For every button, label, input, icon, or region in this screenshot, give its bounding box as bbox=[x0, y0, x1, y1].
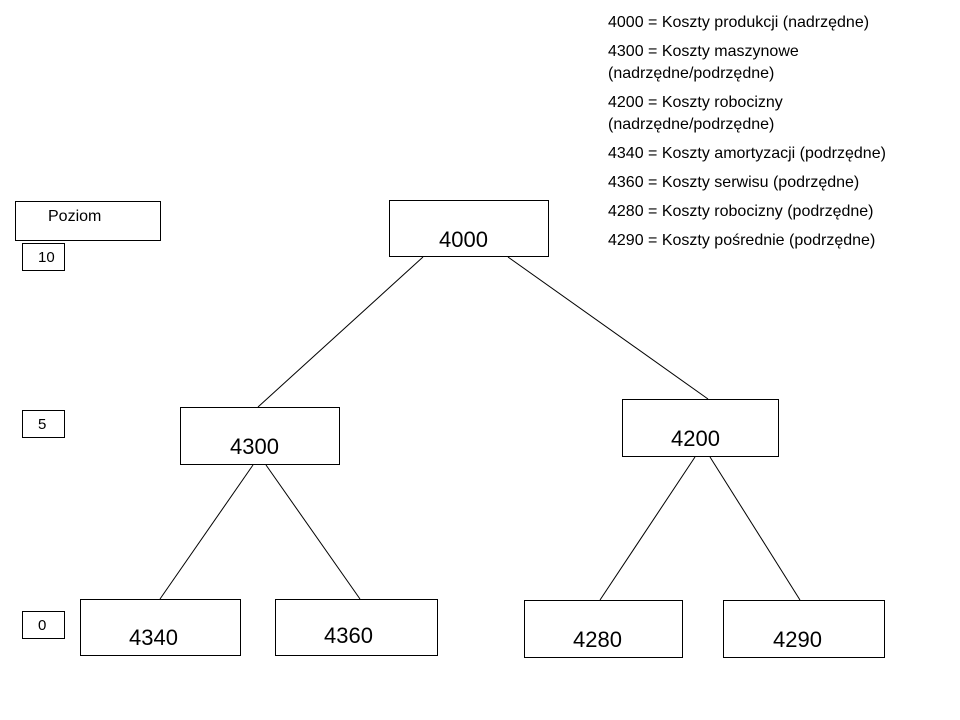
node-4300: 4300 bbox=[180, 407, 340, 465]
level-10: 10 bbox=[22, 243, 65, 271]
edge-4300-4360 bbox=[265, 464, 361, 600]
legend-item: 4000 = Koszty produkcji (nadrzędne) bbox=[608, 14, 870, 31]
node-4200-label: 4200 bbox=[671, 426, 720, 451]
edge-4200-4280 bbox=[599, 456, 696, 601]
node-4200: 4200 bbox=[622, 399, 779, 457]
legend-item: 4200 = Koszty robocizny (nadrzędne/podrz… bbox=[608, 94, 783, 133]
node-4000: 4000 bbox=[389, 200, 549, 257]
legend-item: 4290 = Koszty pośrednie (podrzędne) bbox=[608, 232, 876, 249]
edge-4300-4340 bbox=[159, 464, 254, 600]
legend-item: 4280 = Koszty robocizny (podrzędne) bbox=[608, 203, 874, 220]
legend-item: 4360 = Koszty serwisu (podrzędne) bbox=[608, 174, 860, 191]
legend-item: 4300 = Koszty maszynowe (nadrzędne/podrz… bbox=[608, 43, 799, 82]
node-4300-label: 4300 bbox=[230, 434, 279, 459]
level-5: 5 bbox=[22, 410, 65, 438]
node-4340-label: 4340 bbox=[129, 625, 178, 650]
level-header-label: Poziom bbox=[48, 208, 102, 225]
edge-4200-4290 bbox=[709, 456, 801, 601]
node-4290-label: 4290 bbox=[773, 627, 822, 652]
legend-item: 4340 = Koszty amortyzacji (podrzędne) bbox=[608, 145, 886, 162]
node-4360-label: 4360 bbox=[324, 623, 373, 648]
node-4280: 4280 bbox=[524, 600, 683, 658]
node-4000-label: 4000 bbox=[439, 227, 488, 252]
node-4360: 4360 bbox=[275, 599, 438, 656]
node-4280-label: 4280 bbox=[573, 627, 622, 652]
legend: 4000 = Koszty produkcji (nadrzędne) 4300… bbox=[608, 12, 953, 259]
level-header: Poziom bbox=[15, 201, 161, 241]
node-4340: 4340 bbox=[80, 599, 241, 656]
level-10-label: 10 bbox=[38, 249, 55, 266]
edge-4000-4200 bbox=[507, 256, 709, 400]
node-4290: 4290 bbox=[723, 600, 885, 658]
edge-4000-4300 bbox=[257, 256, 424, 408]
level-5-label: 5 bbox=[38, 416, 47, 433]
level-0-label: 0 bbox=[38, 617, 47, 634]
level-0: 0 bbox=[22, 611, 65, 639]
